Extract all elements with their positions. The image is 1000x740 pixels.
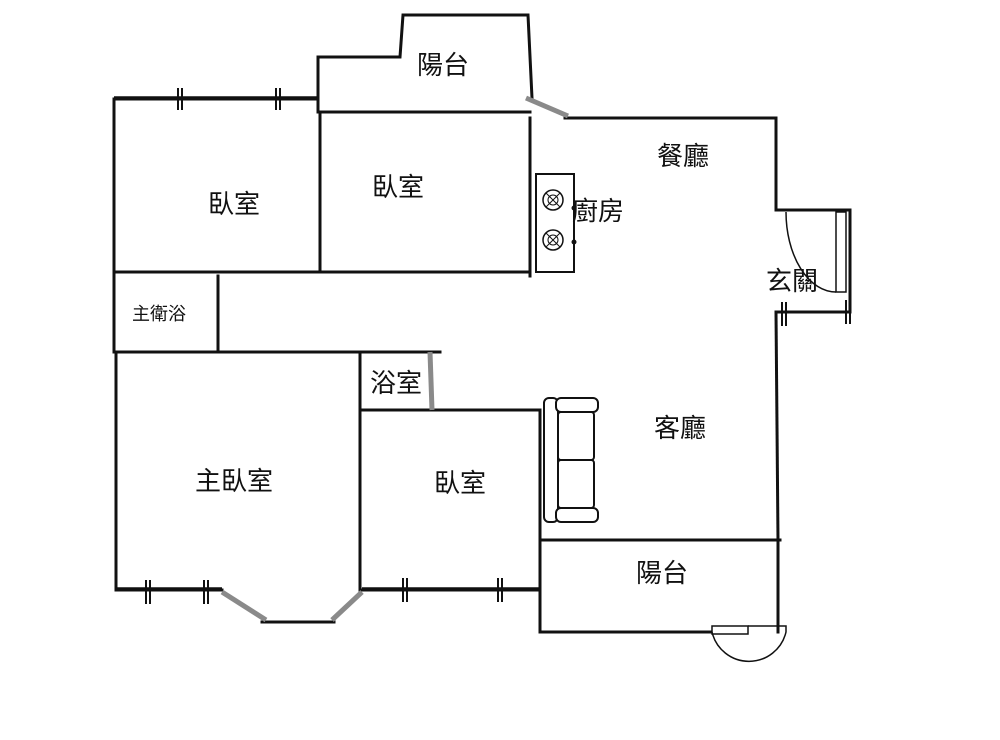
label-entrance: 玄關 — [766, 267, 818, 297]
label-living-room: 客廳 — [654, 414, 706, 444]
label-kitchen: 廚房 — [572, 197, 624, 227]
label-dining-room: 餐廳 — [657, 142, 709, 172]
balcony-door — [711, 625, 787, 663]
entrance-door — [785, 211, 847, 293]
label-master-bath: 主衛浴 — [132, 304, 186, 325]
sofa-icon — [543, 397, 599, 523]
label-bedroom-left: 臥室 — [208, 190, 260, 220]
label-bathroom: 浴室 — [370, 369, 422, 399]
walls — [112, 13, 852, 634]
label-bedroom-bottom: 臥室 — [434, 469, 486, 499]
room-labels: 陽台 臥室 臥室 餐廳 廚房 玄關 主衛浴 浴室 客廳 主臥室 臥室 陽台 — [132, 51, 818, 589]
label-bedroom-middle: 臥室 — [372, 173, 424, 203]
label-master-bedroom: 主臥室 — [195, 467, 273, 497]
stove-icon — [535, 173, 577, 273]
label-balcony-bottom: 陽台 — [636, 559, 688, 589]
window-ticks — [145, 88, 851, 604]
label-balcony-top: 陽台 — [417, 51, 469, 81]
windows — [114, 95, 569, 623]
